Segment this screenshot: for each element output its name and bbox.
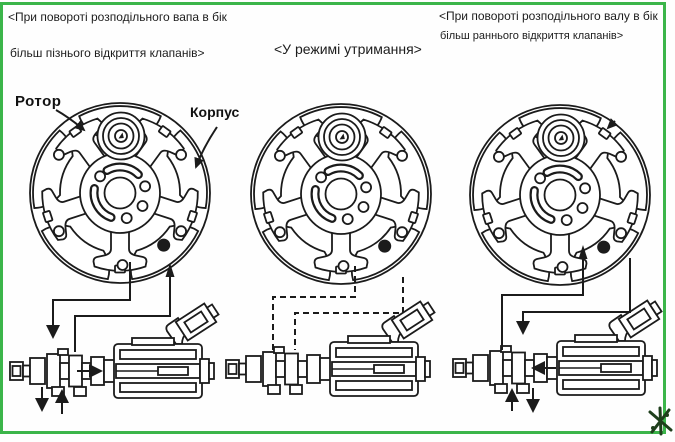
caption-left-line1: <При повороті розподільного вапа в бік <box>8 10 227 24</box>
caption-left-line2: більш пізнього відкриття клапанів> <box>10 46 205 60</box>
caption-right-line1: <При повороті розподільного валу в бік <box>439 9 658 23</box>
rotor-pointer-arrow <box>55 109 86 132</box>
right-oil-lines <box>501 118 631 413</box>
rotor-label: Ротор <box>15 93 62 110</box>
green-border-frame <box>0 2 666 434</box>
housing-label: Корпус <box>190 104 240 120</box>
right-phaser-wheel <box>465 105 656 289</box>
left-oil-lines <box>35 262 175 414</box>
housing-pointer-arrow <box>194 126 218 169</box>
center-oil-lines-dashed <box>272 266 404 350</box>
caption-right-line2: більш раннього відкриття клапанів> <box>440 30 624 42</box>
star-watermark-icon <box>648 406 673 436</box>
left-oil-control-valve <box>9 299 223 399</box>
center-oil-control-valve <box>225 297 439 397</box>
caption-center: <У режимі утримання> <box>274 41 422 57</box>
center-phaser-wheel <box>246 104 437 288</box>
left-phaser-wheel <box>25 103 216 287</box>
